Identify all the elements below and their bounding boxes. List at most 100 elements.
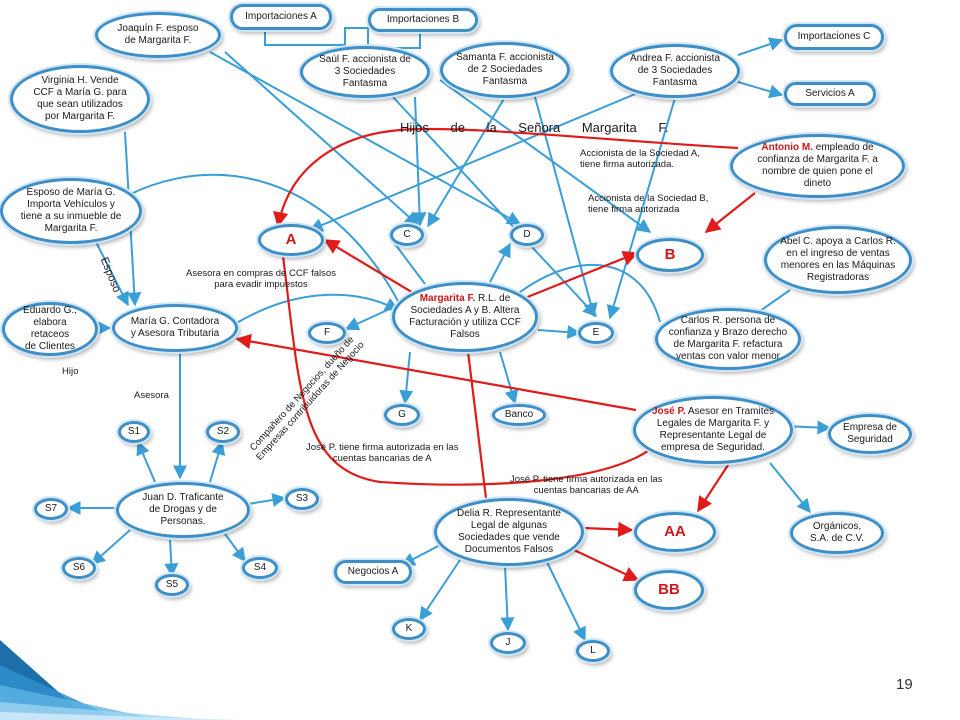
node-abel[interactable]: Abel C. apoya a Carlos R. en el ingreso … [764,226,912,294]
connector-line [308,91,641,232]
node-e[interactable]: E [578,322,614,344]
jose-description: Asesor en Tramites Legales de Margarita … [656,406,775,453]
connector-line [224,51,420,226]
connector-line [737,37,784,56]
node-d[interactable]: D [510,224,544,246]
label-jose-firma-a: José P. tiene firma autorizada en las cu… [306,442,459,464]
relation-line [273,127,739,228]
node-importaciones-a[interactable]: Importaciones A [230,4,332,30]
node-a[interactable]: A [258,224,324,256]
node-s3[interactable]: S3 [285,488,319,510]
connector-line [769,462,811,514]
connector-line [412,96,427,227]
page-number: 19 [896,676,913,693]
connector-line [394,243,426,285]
relation-line [235,333,637,412]
node-f[interactable]: F [308,322,346,344]
node-carlos[interactable]: Carlos R. persona de confianza y Brazo d… [655,308,801,370]
node-bb[interactable]: BB [634,570,704,610]
decorative-stripes [0,640,240,720]
node-servicios-a[interactable]: Servicios A [784,82,876,106]
connector-line [500,565,515,632]
connector-line [737,81,784,99]
connector-line [344,305,397,331]
margarita-description: R.L. de Sociedades A y B. Altera Factura… [409,293,521,340]
relation-line [281,255,653,486]
connector-line [537,325,582,340]
label-jose-firma-aa: José P. tiene firma autorizada en las cu… [510,474,663,496]
relation-line [524,251,639,300]
connector-line [90,529,131,565]
connector-line [499,351,519,405]
node-eduardo[interactable]: Eduardo G., elabora retaceos de Clientes [2,302,98,356]
node-virginia[interactable]: Virginia H. Vende CCF a María G. para qu… [10,65,150,133]
connector-line [224,533,246,563]
connector-line [209,440,226,483]
node-empresa-seguridad[interactable]: Empresa de Seguridad [828,414,912,454]
node-s7[interactable]: S7 [34,498,68,520]
label-asesora-compras: Asesora en compras de CCF falsos para ev… [186,268,336,290]
connector-line [234,293,400,325]
antonio-description: empleado de confianza de Margarita F. a … [757,142,878,189]
node-organicos[interactable]: Orgánicos, S.A. de C.V. [790,512,884,554]
node-negocios-a[interactable]: Negocios A [334,560,412,584]
relation-line [573,549,640,582]
connector-line [392,96,597,318]
jose-name: José P. [651,406,686,417]
label-accionista-b: Accionista de la Sociedad B, tiene firma… [588,193,709,215]
node-jose[interactable]: José P. Asesor en Tramites Legales de Ma… [633,396,793,464]
connector-line [400,544,441,566]
connector-line [489,242,511,283]
node-maria[interactable]: María G. Contadora y Asesora Tributaria [112,304,238,352]
node-delia[interactable]: Delia R. Representante Legal de algunas … [434,498,584,566]
relation-line [323,239,426,301]
relation-line [697,461,731,513]
node-g[interactable]: G [384,404,420,426]
node-k[interactable]: K [392,618,426,640]
node-margarita[interactable]: Margarita F. R.L. de Sociedades A y B. A… [392,282,538,352]
antonio-name: Antonio M. [761,142,814,153]
connector-line [509,263,661,323]
node-b[interactable]: B [636,238,704,272]
label-hijos: Hijos de la Señora Margarita F. [400,120,669,135]
node-s1[interactable]: S1 [118,421,150,443]
node-l[interactable]: L [576,640,610,662]
connector-line [94,174,401,306]
relation-line [704,192,756,233]
node-banco[interactable]: Banco [492,404,546,426]
connector-line [419,559,461,622]
node-c[interactable]: C [390,224,424,246]
label-hijo: Hijo [62,366,79,377]
connector-line [544,557,586,642]
relation-line [459,325,488,499]
connector-line [209,51,522,225]
connector-line [164,539,179,578]
node-saul[interactable]: Saúl F. accionista de 3 Sociedades Fanta… [300,46,430,98]
label-accionista-a: Accionista de la Sociedad A, tiene firma… [580,148,700,170]
node-antonio[interactable]: Antonio M. empleado de confianza de Marg… [730,134,905,198]
connector-line [136,440,156,483]
node-s2[interactable]: S2 [206,421,240,443]
connector-line [606,97,676,320]
node-juan[interactable]: Juan D. Traficante de Drogas y de Person… [116,482,250,538]
label-asesora: Asesora [134,390,169,401]
connector-line [399,351,414,405]
margarita-name: Margarita F. [419,293,476,304]
connector-line [439,79,652,233]
node-andrea[interactable]: Andrea F. accionista de 3 Sociedades Fan… [610,44,740,98]
node-esposo-maria[interactable]: Esposo de María G. Importa Vehículos y t… [0,178,142,244]
connector-line [247,493,287,507]
connector-line [94,239,129,307]
node-importaciones-b[interactable]: Importaciones B [368,8,478,32]
node-s5[interactable]: S5 [155,574,189,596]
node-importaciones-c[interactable]: Importaciones C [784,24,884,50]
node-j[interactable]: J [490,632,526,654]
node-joaquin[interactable]: Joaquín F. esposo de Margarita F. [95,12,221,58]
node-samanta[interactable]: Samanta F. accionista de 2 Sociedades Fa… [440,42,570,98]
relation-line [582,521,634,538]
node-s6[interactable]: S6 [62,557,96,579]
node-s4[interactable]: S4 [242,557,278,579]
node-aa[interactable]: AA [634,512,716,552]
